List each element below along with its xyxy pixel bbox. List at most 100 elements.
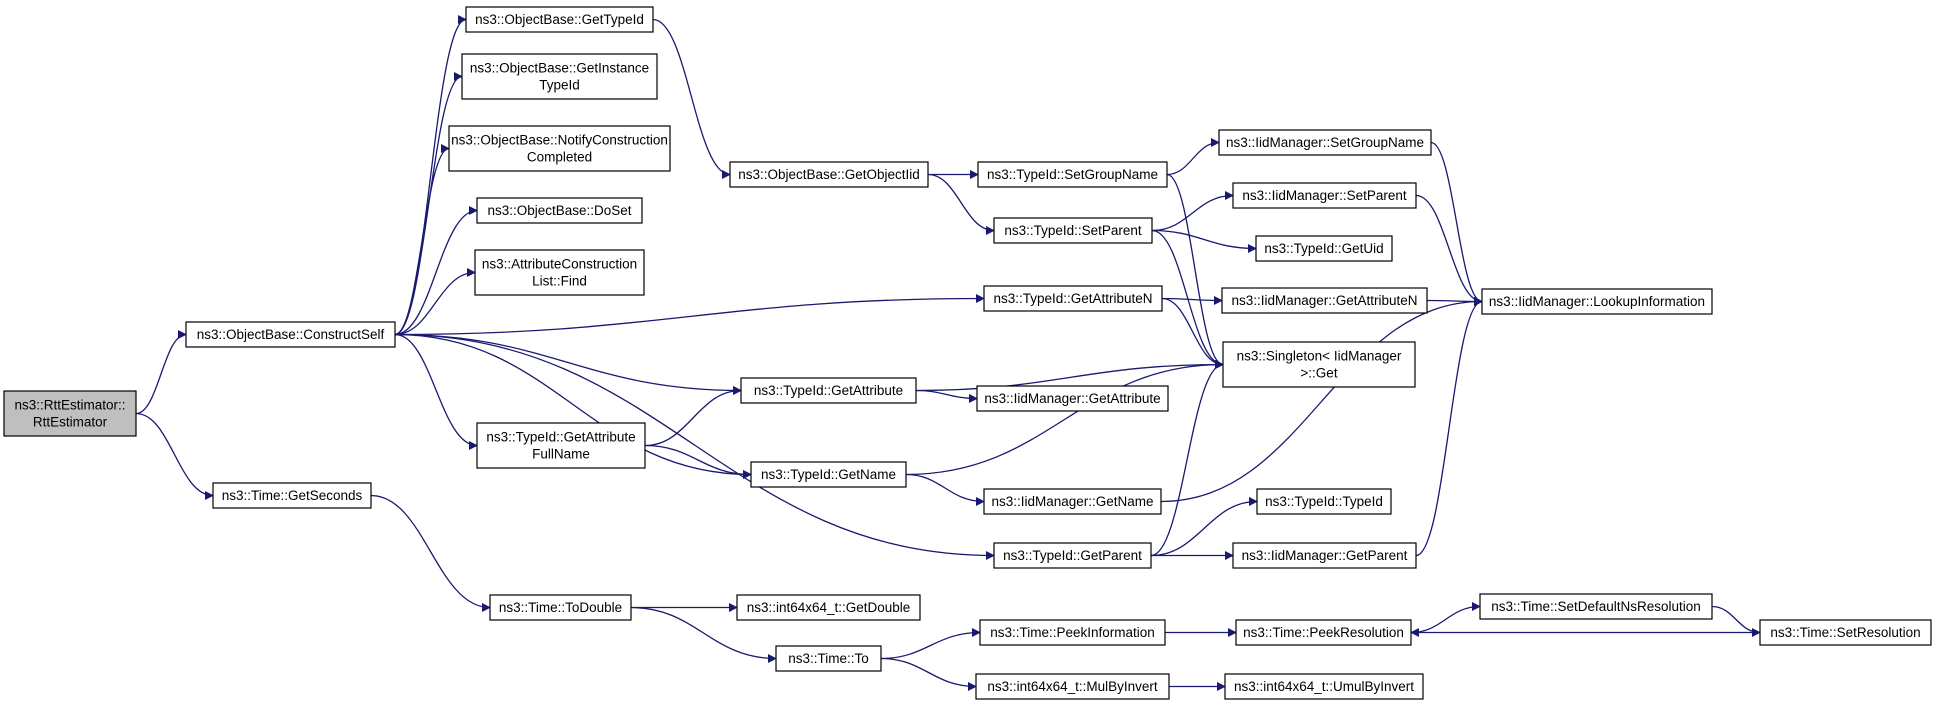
edge-construct-to-doset	[394, 206, 478, 336]
node-box	[1232, 542, 1417, 569]
edge-gettypeid-to-getobjectiid	[652, 18, 731, 179]
node-label: ns3::TypeId::GetName	[761, 467, 896, 482]
node-getdouble[interactable]: ns3::int64x64_t::GetDouble	[736, 594, 921, 621]
edge-todouble-to-timeto	[630, 606, 777, 663]
node-label: ns3::Time::PeekInformation	[990, 625, 1155, 640]
node-rtt[interactable]: ns3::RttEstimator::RttEstimator	[3, 390, 137, 437]
node-box	[1221, 287, 1428, 314]
edge-setparent-to-singleton	[1151, 229, 1224, 369]
node-box	[476, 197, 643, 224]
node-box	[775, 645, 882, 672]
node-peekinfo[interactable]: ns3::Time::PeekInformation	[979, 619, 1166, 646]
node-timeto[interactable]: ns3::Time::To	[775, 645, 882, 672]
node-label: ns3::IidManager::GetAttribute	[984, 391, 1160, 406]
node-label: ns3::TypeId::TypeId	[1265, 494, 1383, 509]
node-box	[465, 6, 654, 33]
edge-getattributen-to-singleton	[1161, 297, 1224, 369]
node-box	[993, 542, 1152, 569]
node-box	[1479, 593, 1713, 620]
node-label: Completed	[527, 150, 592, 165]
edge-getattribute-to-iid_getattribute	[915, 389, 978, 403]
edge-getattribute-to-singleton	[915, 360, 1224, 392]
node-getattributen[interactable]: ns3::TypeId::GetAttributeN	[983, 285, 1163, 312]
edge-setgroupname-to-iid_setgroupname	[1166, 138, 1220, 176]
node-getseconds[interactable]: ns3::Time::GetSeconds	[212, 482, 372, 509]
node-label: ns3::TypeId::SetGroupName	[987, 167, 1158, 182]
node-iid_getname[interactable]: ns3::IidManager::GetName	[983, 488, 1162, 515]
node-label: ns3::Time::To	[788, 651, 869, 666]
node-singleton[interactable]: ns3::Singleton< IidManager>::Get	[1222, 341, 1416, 388]
node-label: ns3::TypeId::GetParent	[1003, 548, 1142, 563]
edge-construct-to-notify	[394, 144, 450, 336]
edge-getattrfull-to-getattribute	[644, 386, 742, 447]
edge-setparent-to-iid_setparent	[1151, 191, 1234, 232]
node-box	[1481, 288, 1713, 315]
node-umulbyinvert[interactable]: ns3::int64x64_t::UmulByInvert	[1224, 673, 1424, 700]
edge-getparent-to-typeid_typeid	[1150, 497, 1258, 557]
node-todouble[interactable]: ns3::Time::ToDouble	[489, 594, 632, 621]
node-lookup[interactable]: ns3::IidManager::LookupInformation	[1481, 288, 1713, 315]
edge-getattributen-to-iid_getattributen	[1161, 295, 1223, 305]
node-label: List::Find	[532, 274, 587, 289]
edge-rtt-to-getseconds	[135, 412, 214, 500]
node-label: ns3::Time::GetSeconds	[222, 488, 363, 503]
node-label: ns3::ObjectBase::NotifyConstruction	[451, 133, 668, 148]
node-mulbyinvert[interactable]: ns3::int64x64_t::MulByInvert	[975, 673, 1170, 700]
node-box	[1255, 235, 1393, 262]
node-getparent[interactable]: ns3::TypeId::GetParent	[993, 542, 1152, 569]
node-notify[interactable]: ns3::ObjectBase::NotifyConstructionCompl…	[448, 125, 671, 172]
node-setresolution[interactable]: ns3::Time::SetResolution	[1759, 619, 1932, 646]
edge-construct-to-getattributen	[394, 294, 985, 336]
node-box	[489, 594, 632, 621]
node-doset[interactable]: ns3::ObjectBase::DoSet	[476, 197, 643, 224]
node-iid_setparent[interactable]: ns3::IidManager::SetParent	[1232, 182, 1417, 209]
node-box	[1759, 619, 1932, 646]
node-typeid_typeid[interactable]: ns3::TypeId::TypeId	[1256, 488, 1392, 515]
edge-construct-to-getattribute	[394, 333, 742, 395]
node-label: ns3::IidManager::GetName	[991, 494, 1153, 509]
node-iid_getattributen[interactable]: ns3::IidManager::GetAttributeN	[1221, 287, 1428, 314]
node-box	[976, 385, 1169, 412]
node-label: ns3::IidManager::GetAttributeN	[1231, 293, 1417, 308]
node-box	[474, 249, 645, 296]
node-box	[3, 390, 137, 437]
node-getobjectiid[interactable]: ns3::ObjectBase::GetObjectIid	[729, 161, 929, 188]
node-label: ns3::Time::ToDouble	[499, 600, 622, 615]
node-box	[979, 619, 1166, 646]
node-box	[185, 321, 396, 348]
edge-timeto-to-mulbyinvert	[880, 657, 977, 691]
node-box	[1218, 129, 1432, 156]
node-box	[1222, 341, 1416, 388]
node-setparent[interactable]: ns3::TypeId::SetParent	[993, 217, 1153, 244]
edge-getobjectiid-to-setparent	[927, 173, 995, 235]
node-label: ns3::ObjectBase::GetTypeId	[475, 12, 644, 27]
node-getattribute[interactable]: ns3::TypeId::GetAttribute	[740, 377, 917, 404]
node-getname[interactable]: ns3::TypeId::GetName	[750, 461, 907, 488]
node-iid_setgroupname[interactable]: ns3::IidManager::SetGroupName	[1218, 129, 1432, 156]
node-setdefaultns[interactable]: ns3::Time::SetDefaultNsResolution	[1479, 593, 1713, 620]
node-gettypeid[interactable]: ns3::ObjectBase::GetTypeId	[465, 6, 654, 33]
node-getuid[interactable]: ns3::TypeId::GetUid	[1255, 235, 1393, 262]
node-box	[983, 285, 1163, 312]
node-iid_getparent[interactable]: ns3::IidManager::GetParent	[1232, 542, 1417, 569]
edge-getname-to-singleton	[905, 360, 1224, 476]
node-construct[interactable]: ns3::ObjectBase::ConstructSelf	[185, 321, 396, 348]
node-peekres[interactable]: ns3::Time::PeekResolution	[1235, 619, 1412, 646]
edge-iid_getname-to-lookup	[1160, 297, 1483, 503]
edge-getattrfull-to-getname	[644, 444, 752, 479]
node-label: ns3::Singleton< IidManager	[1237, 349, 1402, 364]
node-label: ns3::Time::PeekResolution	[1243, 625, 1404, 640]
node-label: ns3::TypeId::SetParent	[1004, 223, 1142, 238]
node-label: ns3::int64x64_t::UmulByInvert	[1234, 679, 1414, 694]
node-label: ns3::IidManager::SetGroupName	[1226, 135, 1424, 150]
node-iid_getattribute[interactable]: ns3::IidManager::GetAttribute	[976, 385, 1169, 412]
edge-getseconds-to-todouble	[370, 494, 491, 612]
node-label: ns3::ObjectBase::DoSet	[487, 203, 631, 218]
node-box	[212, 482, 372, 509]
node-label: ns3::int64x64_t::MulByInvert	[987, 679, 1158, 694]
edge-getname-to-iid_getname	[905, 473, 985, 506]
node-setgroupname[interactable]: ns3::TypeId::SetGroupName	[977, 161, 1168, 188]
